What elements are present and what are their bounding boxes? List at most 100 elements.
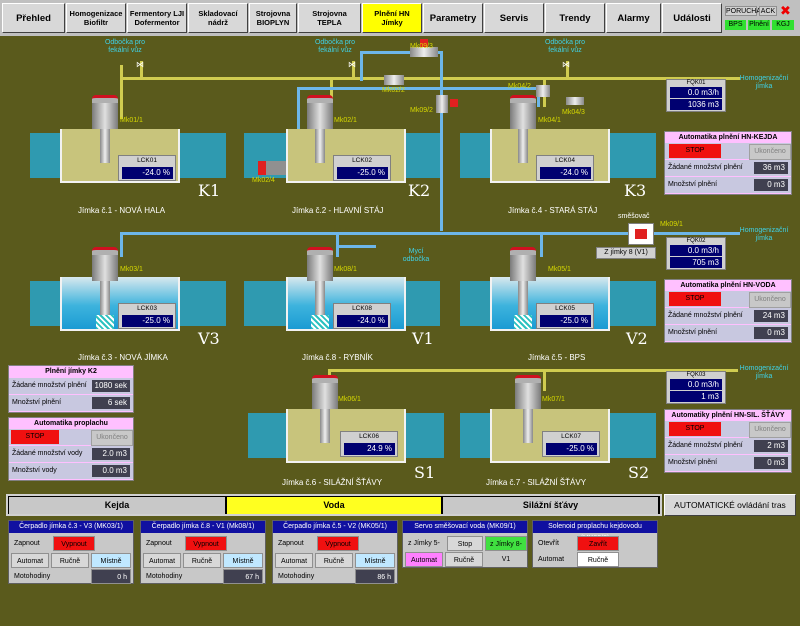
nav-fermentory[interactable]: Fermentory LJI Dofermentor [127, 3, 187, 33]
rucne-button[interactable]: Ručně [577, 552, 619, 567]
stop-button[interactable]: STOP [669, 422, 721, 436]
zapnout-button[interactable]: Zapnout [14, 540, 40, 547]
level-display-k2: LCK02-25.0 % [333, 155, 391, 181]
stop-button[interactable]: STOP [669, 144, 721, 158]
valve-mk02-2-icon[interactable] [384, 75, 404, 85]
valve-fekal-3-icon[interactable]: ⋈ [562, 60, 570, 69]
z-jimky8-button[interactable]: z Jímky 8-V1 [485, 536, 527, 563]
water-pipe [297, 87, 300, 137]
automat-button[interactable]: Automat [405, 552, 443, 567]
rucne-button[interactable]: Ručně [315, 553, 353, 568]
odbocka-label-2: Odbočka pro fekální vůz [314, 39, 356, 54]
pump-mk03-icon[interactable] [92, 247, 118, 329]
setpoint-input[interactable]: 24 m3 [754, 310, 788, 322]
process-diagram: ⋈ ⋈ ⋈ Odbočka pro fekální vůz Odbočka pr… [0, 37, 800, 492]
setpoint-input[interactable]: 1080 sek [92, 380, 130, 392]
pump-mk07-icon[interactable] [515, 375, 541, 443]
water-pipe [360, 51, 440, 54]
motohodiny-value: 0 h [91, 569, 131, 584]
tab-voda[interactable]: Voda [227, 497, 441, 514]
nav-prehled[interactable]: Přehled [2, 3, 65, 33]
automat-button[interactable]: Automat [11, 553, 49, 568]
setpoint-input[interactable]: 2 m3 [754, 440, 788, 452]
pump-label: Mk02/1 [334, 117, 357, 124]
porucha-indicator: PORUCHA [725, 6, 762, 16]
pump-panel-v2: Čerpadlo jímka č.5 - V2 (MK05/1) Zapnout… [272, 520, 398, 584]
zapnout-button[interactable]: Zapnout [278, 540, 304, 547]
pump-mk08-icon[interactable] [307, 247, 333, 329]
pump-mk05-icon[interactable] [510, 247, 536, 329]
nav-servis[interactable]: Servis [484, 3, 544, 33]
valve-mk04-2-icon[interactable] [536, 85, 550, 97]
ukonceno-indicator: Ukončeno [91, 430, 133, 446]
tab-kejda[interactable]: Kejda [9, 497, 225, 514]
stop-button[interactable]: Stop [447, 536, 483, 551]
automat-button[interactable]: Automat [275, 553, 313, 568]
zapnout-button[interactable]: Zapnout [146, 540, 172, 547]
z-jimky-button[interactable]: Z jímky 8 (V1) [596, 247, 656, 259]
otevrit-button[interactable]: Otevřít [538, 540, 560, 547]
nav-trendy[interactable]: Trendy [545, 3, 605, 33]
nav-strojovna-bioplyn[interactable]: Strojovna BIOPLYN [249, 3, 297, 33]
rucne-button[interactable]: Ručně [445, 552, 483, 567]
motohodiny-label: Motohodiny [14, 573, 51, 580]
automat-button[interactable]: Automat [143, 553, 181, 568]
automat-button[interactable]: Automat [538, 556, 565, 563]
tank-name: Jímka č.2 - HLAVNÍ STÁJ [292, 206, 384, 215]
homog-label-1: Homogenizační jímka [739, 75, 789, 90]
motohodiny-label: Motohodiny [146, 573, 183, 580]
vypnout-button[interactable]: Vypnout [185, 536, 227, 551]
ack-button[interactable]: ACK [759, 6, 777, 16]
nav-homogenizace[interactable]: Homogenizace Biofiltr [66, 3, 126, 33]
valve-body [410, 47, 438, 57]
pump-mk04-icon[interactable] [510, 95, 536, 163]
route-tabs: Kejda Voda Silážní šťávy [6, 494, 662, 516]
auto-routes-button[interactable]: AUTOMATICKÉ ovládání tras [664, 494, 796, 516]
top-navigation: Přehled Homogenizace Biofiltr Fermentory… [0, 0, 800, 36]
valve-fekal-2-icon[interactable]: ⋈ [348, 60, 356, 69]
vypnout-button[interactable]: Vypnout [53, 536, 95, 551]
valve-label: Mk04/3 [562, 109, 585, 116]
nav-skladovaci[interactable]: Skladovací nádrž [188, 3, 248, 33]
water-pipe [120, 232, 740, 235]
rucne-button[interactable]: Ručně [183, 553, 221, 568]
pump-label: Mk06/1 [338, 396, 361, 403]
water-pipe [540, 232, 543, 257]
stop-button[interactable]: STOP [669, 292, 721, 306]
nav-alarmy[interactable]: Alarmy [606, 3, 661, 33]
setpoint-input[interactable]: 2.0 m3 [92, 448, 130, 460]
valve-label: Mk09/2 [410, 107, 433, 114]
stop-button[interactable]: STOP [11, 430, 59, 444]
nav-parametry[interactable]: Parametry [423, 3, 483, 33]
water-pipe [120, 232, 123, 257]
nav-strojovna-tepla[interactable]: Strojovna TEPLA [298, 3, 361, 33]
tank-code: S2 [628, 463, 650, 482]
mixer-mk09-1[interactable] [628, 223, 654, 245]
valve-fekal-1-icon[interactable]: ⋈ [136, 60, 144, 69]
vypnout-button[interactable]: Vypnout [317, 536, 359, 551]
nav-udalosti[interactable]: Události [662, 3, 722, 33]
pump-label: Mk05/1 [548, 266, 571, 273]
water-pipe [297, 87, 537, 90]
tab-silaz[interactable]: Silážní šťávy [443, 497, 658, 514]
odbocka-label-3: Odbočka pro fekální vůz [544, 39, 586, 54]
ukonceno-indicator: Ukončeno [749, 422, 791, 438]
pump-mk02-icon[interactable] [307, 95, 333, 163]
valve-mk09-3-icon[interactable] [420, 39, 428, 47]
zavrit-button[interactable]: Zavřít [577, 536, 619, 551]
z-jimky5-button[interactable]: z Jímky 5-V2 [408, 540, 440, 562]
pump-mk01-icon[interactable] [92, 95, 118, 163]
pipe [120, 65, 123, 119]
rucne-button[interactable]: Ručně [51, 553, 89, 568]
setpoint-input[interactable]: 36 m3 [754, 162, 788, 174]
servo-panel: Servo směšovací voda (MK09/1) z Jímky 5-… [402, 520, 528, 568]
pump-mk06-icon[interactable] [312, 375, 338, 443]
valve-mk09-2-icon[interactable] [436, 95, 448, 113]
nav-plneni-hn[interactable]: Plnění HN Jímky [362, 3, 422, 33]
valve-mk04-3-icon[interactable] [566, 97, 584, 105]
pump-label: Mk03/1 [120, 266, 143, 273]
valve-label: Mk04/2 [508, 83, 531, 90]
pump-mk02-4-icon[interactable] [258, 161, 286, 175]
